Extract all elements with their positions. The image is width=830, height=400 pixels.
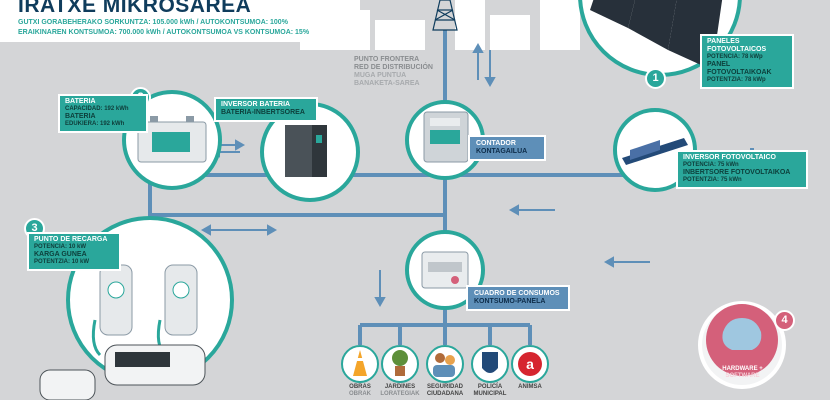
pv-inverter-es-sub: POTENCIA: 75 kWn: [683, 162, 739, 169]
battery-icon: [122, 90, 222, 190]
consumer-jardines-l1: JARDINES: [384, 384, 416, 390]
pv-inverter-label: INVERSOR FOTOVOLTAICO POTENCIA: 75 kWn I…: [676, 150, 808, 189]
consumer-policia-l1: POLICÍA: [477, 384, 503, 390]
solar-panels-es-title: PANELES FOTOVOLTAICOS: [707, 38, 767, 54]
solar-panels-icon: [578, 0, 742, 77]
flow-arrows: [200, 42, 650, 308]
consumer-policia: POLICÍA MUNICIPAL: [460, 384, 520, 398]
header-line-1: GUTXI GORABEHERAKO SORKUNTZA: 105.000 kW…: [18, 19, 288, 26]
page-title: IRATXE MIKROSAREA: [18, 0, 252, 17]
battery-inverter-es-title: INVERSOR BATERIA: [221, 101, 291, 108]
panel-board-es-title: CUADRO DE CONSUMOS: [474, 290, 560, 297]
pv-inverter-icon: [613, 108, 697, 192]
consumer-jardines-l2: LORATEGIAK: [380, 391, 420, 398]
grid-label-line-4: BANAKETA-SAREA: [354, 80, 420, 88]
header-line-2: ERAIKINAREN KONTSUMOA: 700.000 kWh / AUT…: [18, 29, 310, 36]
battery-es-sub: CAPACIDAD: 192 kWh: [65, 106, 129, 113]
panel-board-label: CUADRO DE CONSUMOS KONTSUMO-PANELA: [466, 285, 570, 312]
consumer-obras: OBRAS OBRAK: [330, 384, 390, 398]
meter-label: CONTADOR KONTAGAILUA: [468, 135, 546, 162]
consumer-seguridad-l2: CIUDADANA: [426, 391, 464, 398]
consumer-seguridad-l1: SEGURIDAD: [426, 384, 463, 390]
meter-eu-title: KONTAGAILUA: [476, 148, 528, 156]
meter-es-title: CONTADOR: [476, 140, 516, 147]
battery-inverter-icon: [260, 102, 360, 202]
panel-board-icon: [405, 230, 485, 310]
grid-label-line-3: MUGA PUNTUA: [354, 72, 407, 80]
battery-eu-title: BATERIA: [65, 112, 96, 120]
badge-4: 4: [774, 310, 795, 331]
consumer-policia-l2: MUNICIPAL: [473, 391, 507, 398]
solar-panels-es-sub: POTENCIA: 78 kWp: [707, 54, 763, 61]
consumer-animsa-l1: ANIMSA: [518, 384, 542, 390]
consumer-jardines: JARDINES LORATEGIAK: [370, 384, 430, 398]
charging-es-sub: POTENCIA: 10 kW: [34, 244, 87, 251]
grid-boundary-label: PUNTO FRONTERA RED DE DISTRIBUCIÓN MUGA …: [354, 56, 433, 88]
badge-1: 1: [645, 68, 666, 89]
battery-inverter-label: INVERSOR BATERIA BATERIA-INBERTSOREA: [214, 97, 318, 123]
panel-board-eu-title: KONTSUMO-PANELA: [474, 298, 546, 306]
power-tower-icon: [432, 0, 458, 31]
pv-inverter-eu-title: INBERTSORE FOTOVOLTAIKOA: [683, 168, 791, 176]
consumer-seguridad: SEGURIDAD CIUDADANA: [415, 384, 475, 398]
grid-label-line-1: PUNTO FRONTERA: [354, 56, 420, 63]
battery-eu-sub: EDUKIERA: 192 kWh: [65, 120, 125, 127]
svg-text:a: a: [526, 356, 534, 372]
charging-eu-sub: POTENTZIA: 10 kW: [34, 258, 90, 265]
grid-label-line-2: RED DE DISTRIBUCIÓN: [354, 64, 433, 72]
consumer-icons: a: [341, 345, 549, 383]
charging-eu-title: KARGA GUNEA: [34, 250, 87, 258]
city-silhouette: [300, 0, 580, 50]
battery-label: BATERIA CAPACIDAD: 192 kWh BATERIA EDUKI…: [58, 94, 148, 133]
charging-es-title: PUNTO DE RECARGA: [34, 236, 108, 243]
hardware-line-2: SOFTWARE: [725, 372, 760, 379]
hardware-line-1: HARDWARE +: [722, 366, 763, 372]
pv-inverter-eu-sub: POTENTZIA: 75 kWn: [683, 176, 742, 183]
meter-icon: [405, 100, 485, 180]
battery-inverter-eu-title: BATERIA-INBERTSOREA: [221, 109, 305, 117]
solar-panels-label: PANELES FOTOVOLTAICOS POTENCIA: 78 kWp P…: [700, 34, 794, 89]
hardware-software-icon: [698, 301, 786, 389]
battery-es-title: BATERIA: [65, 98, 96, 105]
solar-panels-eu-title: PANEL FOTOVOLTAIKOAK: [707, 60, 772, 77]
consumer-animsa: ANIMSA: [500, 384, 560, 391]
consumer-obras-l1: OBRAS: [349, 384, 371, 390]
charging-label: PUNTO DE RECARGA POTENCIA: 10 kW KARGA G…: [27, 232, 121, 271]
pv-inverter-es-title: INVERSOR FOTOVOLTAICO: [683, 154, 776, 161]
hardware-software-label: HARDWARE + SOFTWARE: [715, 366, 770, 380]
solar-panels-eu-sub: POTENTZIA: 78 kWp: [707, 77, 766, 84]
consumer-obras-l2: OBRAK: [349, 391, 371, 398]
